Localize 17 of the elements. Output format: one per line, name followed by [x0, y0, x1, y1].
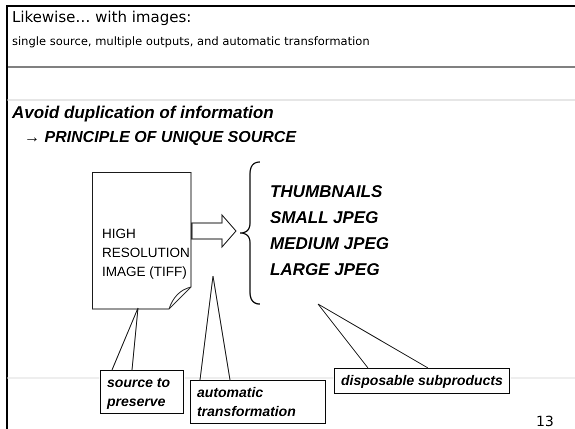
- output-item: SMALL JPEG: [270, 208, 378, 228]
- subtitle: single source, multiple outputs, and automatic transformation: [12, 34, 370, 48]
- output-item: THUMBNAILS: [270, 182, 382, 202]
- slide-title: Likewise… with images:: [12, 8, 192, 26]
- callout-box: automatic transformation: [190, 380, 326, 424]
- heading: Avoid duplication of information: [12, 103, 274, 123]
- callout-box: disposable subproducts: [334, 368, 510, 394]
- leader-line: [200, 276, 230, 380]
- leader-line: [318, 304, 428, 368]
- principle-text: → PRINCIPLE OF UNIQUE SOURCE: [24, 129, 296, 147]
- block-arrow: [192, 214, 237, 248]
- leader-line: [112, 308, 138, 370]
- output-item: LARGE JPEG: [270, 260, 380, 280]
- page-number: 13: [536, 414, 554, 429]
- document-label: HIGH RESOLUTION IMAGE (TIFF): [102, 225, 190, 281]
- callout-box: source to preserve: [100, 370, 184, 414]
- output-item: MEDIUM JPEG: [270, 234, 390, 254]
